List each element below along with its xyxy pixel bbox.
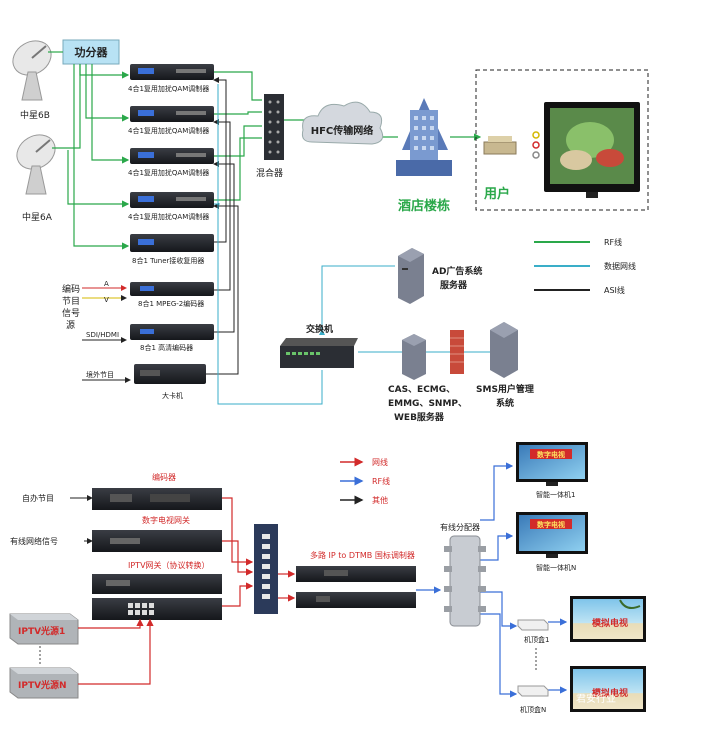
sms-server-label: SMS用户管理系统	[476, 383, 534, 409]
mpeg2-encoder	[130, 282, 214, 296]
analog-tv-n-screen: 模拟电视	[592, 687, 628, 699]
input-v-label: V	[104, 296, 109, 304]
cas-server	[402, 334, 426, 380]
modulator-2-label: 4合1复用加扰QAM调制器	[128, 126, 209, 135]
hfc-cloud	[301, 101, 384, 145]
analog-tv-1	[570, 596, 646, 642]
iptv-gateway-device-1	[92, 574, 222, 594]
tv-top	[544, 102, 640, 198]
input-encode-label: 编码节目信号源	[62, 283, 80, 331]
modulator-2	[130, 106, 214, 122]
cable-splitter-label: 有线分配器	[440, 522, 480, 532]
tuner-mux-label: 8合1 Tuner接收复用器	[132, 256, 204, 265]
ad-server-label: AD广告系统服务器	[432, 265, 482, 291]
legend-rf-label: RF线	[604, 237, 622, 247]
tuner-mux	[130, 234, 214, 252]
smart-tv-n-label: 智能一体机N	[536, 563, 576, 572]
iptv-source-n-label: IPTV光源N	[18, 679, 67, 691]
modulator-4	[130, 192, 214, 208]
iptv-source-n	[9, 667, 79, 699]
modulator-1-label: 4合1复用加扰QAM调制器	[128, 84, 209, 93]
smart-tv-1-screen: 数字电视	[537, 450, 565, 459]
user-box	[475, 69, 649, 211]
card-machine	[134, 364, 206, 384]
analog-tv-n	[570, 666, 646, 712]
legend-asi-label: ASI线	[604, 285, 625, 295]
switch	[280, 338, 358, 368]
mpeg2-encoder-label: 8合1 MPEG-2编码器	[138, 299, 204, 308]
smart-tv-1	[516, 442, 588, 486]
legend-bottom	[340, 457, 364, 505]
network-switch	[254, 524, 278, 614]
stb-n-label: 机顶盒N	[520, 705, 546, 714]
cable-splitter	[444, 535, 486, 627]
dish-6b-label: 中星6B	[20, 109, 50, 121]
stb-1	[517, 619, 549, 631]
modulator-3	[130, 148, 214, 164]
ad-server	[398, 248, 424, 304]
data-lines-top	[214, 84, 490, 405]
legend-top	[534, 241, 590, 291]
smart-tv-n-screen: 数字电视	[537, 520, 565, 529]
self-program-label: 自办节目	[22, 493, 54, 503]
stb-1-label: 机顶盒1	[524, 635, 549, 644]
input-sdi-label: SDI/HDMI	[86, 331, 119, 339]
iptv-source-1	[9, 613, 79, 645]
firewall	[450, 330, 464, 374]
input-a-label: A	[104, 280, 109, 288]
modulator-4-label: 4合1复用加扰QAM调制器	[128, 212, 209, 221]
hotel-building	[396, 98, 452, 176]
switch-label: 交换机	[306, 323, 333, 335]
analog-tv-1-screen: 模拟电视	[592, 617, 628, 629]
cas-server-label: CAS、ECMG、EMMG、SNMP、WEB服务器	[388, 385, 467, 423]
smart-tv-1-label: 智能一体机1	[536, 490, 575, 499]
blue-lines-bottom	[416, 462, 568, 698]
ip-dtmb-label: 多路 IP to DTMB 国标调制器	[310, 550, 415, 560]
smart-tv-n	[516, 512, 588, 558]
legend-rf-bottom-label: RF线	[372, 476, 390, 486]
user-label: 用户	[483, 186, 510, 202]
iptv-gateway-device-2	[92, 598, 222, 620]
user-cable-icons	[532, 131, 540, 159]
dtv-gateway-device	[92, 530, 222, 552]
mixer	[264, 94, 284, 160]
watermark: 君安行业	[576, 692, 616, 705]
input-external-label: 境外节目	[86, 370, 114, 379]
set-top-box-top	[483, 136, 517, 155]
hotel-label: 酒店楼栋	[398, 198, 450, 214]
input-lines	[82, 285, 131, 383]
encoder-label: 编码器	[152, 472, 176, 482]
mixer-label: 混合器	[256, 167, 283, 179]
ip-dtmb-modulator	[296, 566, 416, 608]
stb-n	[517, 685, 549, 697]
sms-server	[490, 322, 518, 378]
satellite-dish-6a	[16, 134, 56, 195]
asi-lines	[206, 77, 239, 375]
legend-other-label: 其他	[372, 495, 388, 505]
modulator-3-label: 4合1复用加扰QAM调制器	[128, 168, 209, 177]
cable-signal-label: 有线网络信号	[10, 536, 58, 546]
hd-encoder-label: 8合1 高清编码器	[140, 343, 193, 352]
iptv-gateway-label: IPTV网关（协议转换）	[128, 560, 210, 570]
modulator-1	[130, 64, 214, 80]
input-lines-bottom	[70, 495, 93, 544]
card-machine-label: 大卡机	[162, 391, 183, 400]
satellite-dish-6b	[12, 40, 52, 101]
legend-data-label: 数据网线	[604, 261, 636, 271]
iptv-source-1-label: IPTV光源1	[18, 625, 65, 637]
hd-encoder	[130, 324, 214, 340]
dtv-gateway-label: 数字电视网关	[142, 515, 190, 525]
splitter-label: 功分器	[75, 45, 109, 59]
encoder-device	[92, 488, 222, 510]
red-lines-bottom	[78, 497, 296, 685]
hfc-label: HFC传输网络	[311, 124, 374, 137]
dish-6a-label: 中星6A	[22, 211, 53, 223]
legend-net-label: 网线	[372, 457, 388, 467]
